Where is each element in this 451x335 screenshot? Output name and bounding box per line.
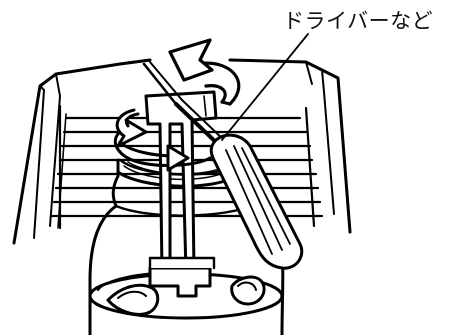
callout-label: ドライバーなど [283,8,433,34]
callout-leader [222,34,308,140]
